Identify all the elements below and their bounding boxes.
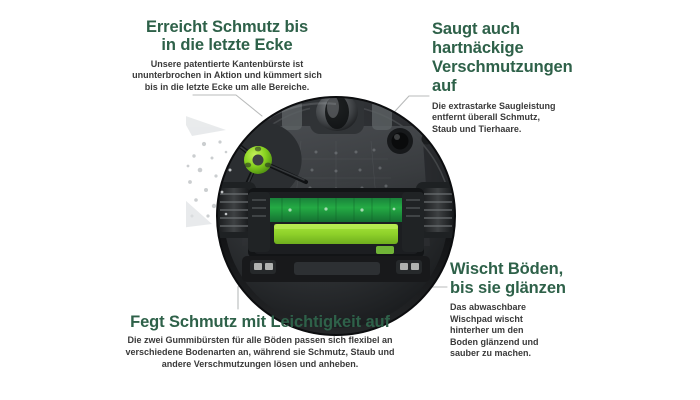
robot-vacuum-image [216, 96, 456, 336]
rear-roller-highlight [274, 224, 398, 229]
callout-brush-body: Die zwei Gummibürsten für alle Böden pas… [125, 335, 395, 369]
right-drive-wheel [416, 182, 454, 238]
charging-contacts [254, 263, 419, 270]
caster-wheel-inner [325, 98, 349, 129]
callout-mop-heading: Wischt Böden, bis sie glänzen [450, 260, 566, 298]
side-brush-hub-notches [244, 146, 272, 168]
callout-suction-heading: Saugt auch hartnäckige Verschmutzungen a… [432, 20, 573, 96]
release-latch [376, 246, 394, 254]
roller-cap-left [248, 192, 270, 252]
callout-edge-body: Unsere patentierte Kantenbürste ist unun… [132, 58, 322, 92]
callout-mopping: Wischt Böden, bis sie glänzen Das abwasc… [450, 260, 615, 360]
caster-highlight [327, 98, 339, 118]
callout-rubber-brushes: Fegt Schmutz mit Leichtigkeit auf Die zw… [110, 313, 410, 370]
callout-edge-heading: Erreicht Schmutz bis in die letzte Ecke [145, 18, 309, 55]
roller-cap-right-ribs [406, 199, 420, 217]
callout-suction-body: Die extrastarke Saugleistung entfernt üb… [432, 100, 556, 134]
callout-brush-heading: Fegt Schmutz mit Leichtigkeit auf [130, 313, 390, 331]
front-roller-ribs [281, 198, 391, 222]
roller-cap-left-ribs [252, 199, 266, 217]
suction-port-glint [394, 134, 400, 140]
left-drive-wheel [218, 182, 256, 238]
callout-edge-cleaning: Erreicht Schmutz bis in die letzte Ecke … [118, 18, 336, 93]
callout-suction-power: Saugt auch hartnäckige Verschmutzungen a… [432, 20, 612, 135]
suction-port-inner [391, 132, 409, 150]
front-roller-studs [288, 207, 396, 212]
callout-mop-body: Das abwaschbare Wischpad wischt hinterhe… [450, 302, 539, 359]
side-brush-hub-center [252, 154, 264, 166]
roller-cap-right [402, 192, 424, 252]
chassis-outline [216, 96, 456, 336]
lower-vent [294, 262, 380, 275]
